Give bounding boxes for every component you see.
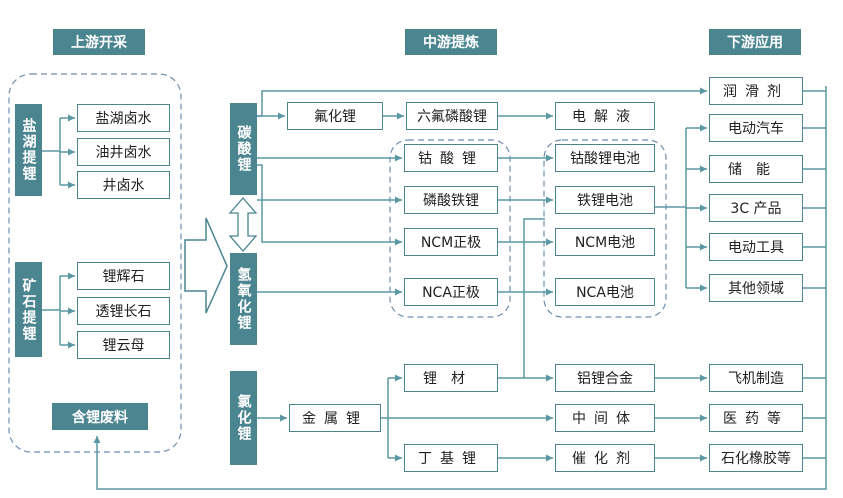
nca-battery: NCA电池 — [555, 278, 655, 306]
metal-lithium: 金属锂 — [289, 404, 381, 432]
energy-storage: 储能 — [709, 155, 803, 183]
ncm-cathode: NCM正极 — [404, 228, 498, 256]
lfp-battery: 铁锂电池 — [555, 186, 655, 214]
ore-extraction: 矿石提锂 — [15, 262, 42, 357]
ncm-battery: NCM电池 — [555, 228, 655, 256]
oil-well-brine: 油井卤水 — [77, 138, 170, 166]
cathode-dashed-group — [389, 139, 511, 318]
header-midstream: 中游提炼 — [405, 29, 497, 55]
lithium-cobalt-oxide: 钴酸锂 — [404, 144, 498, 172]
lepidolite: 锂云母 — [77, 331, 170, 359]
lithium-fluoride: 氟化锂 — [287, 102, 383, 130]
salt-lake-brine: 盐湖卤水 — [77, 104, 170, 132]
spodumene: 锂辉石 — [77, 262, 170, 290]
intermediate: 中间体 — [555, 404, 655, 432]
medicine: 医药等 — [709, 404, 803, 432]
other-fields: 其他领域 — [709, 274, 803, 302]
upstream-dashed-group — [8, 73, 182, 453]
lco-battery: 钴酸锂电池 — [555, 144, 655, 172]
electric-vehicles: 电动汽车 — [709, 114, 803, 142]
catalyst: 催化剂 — [555, 444, 655, 472]
lithium-hexafluorophosphate: 六氟磷酸锂 — [406, 102, 498, 130]
well-brine: 井卤水 — [77, 171, 170, 199]
petrochemical-rubber: 石化橡胶等 — [709, 444, 803, 472]
lithium-chloride: 氯化锂 — [230, 371, 257, 465]
header-upstream: 上游开采 — [53, 29, 145, 55]
aluminum-lithium-alloy: 铝锂合金 — [555, 364, 655, 392]
lithium-waste: 含锂废料 — [52, 403, 148, 430]
lithium-iron-phosphate: 磷酸铁锂 — [404, 186, 498, 214]
electrolyte: 电解液 — [555, 102, 655, 130]
nca-cathode: NCA正极 — [404, 278, 498, 306]
3c-products: 3C 产品 — [709, 194, 803, 222]
double-arrow — [228, 197, 258, 252]
lubricant: 润滑剂 — [709, 77, 803, 105]
lithium-carbonate: 碳酸锂 — [230, 103, 257, 195]
lithium-hydroxide: 氢氧化锂 — [230, 253, 257, 345]
battery-dashed-group — [543, 139, 667, 318]
butyl-lithium: 丁基锂 — [404, 444, 498, 472]
power-tools: 电动工具 — [709, 233, 803, 261]
header-downstream: 下游应用 — [709, 29, 801, 55]
salt-lake-extraction: 盐湖提锂 — [15, 104, 42, 196]
lithium-material: 锂材 — [404, 364, 498, 392]
petalite: 透锂长石 — [77, 297, 170, 325]
aircraft-manufacturing: 飞机制造 — [709, 364, 803, 392]
flow-big-arrow — [184, 217, 228, 314]
